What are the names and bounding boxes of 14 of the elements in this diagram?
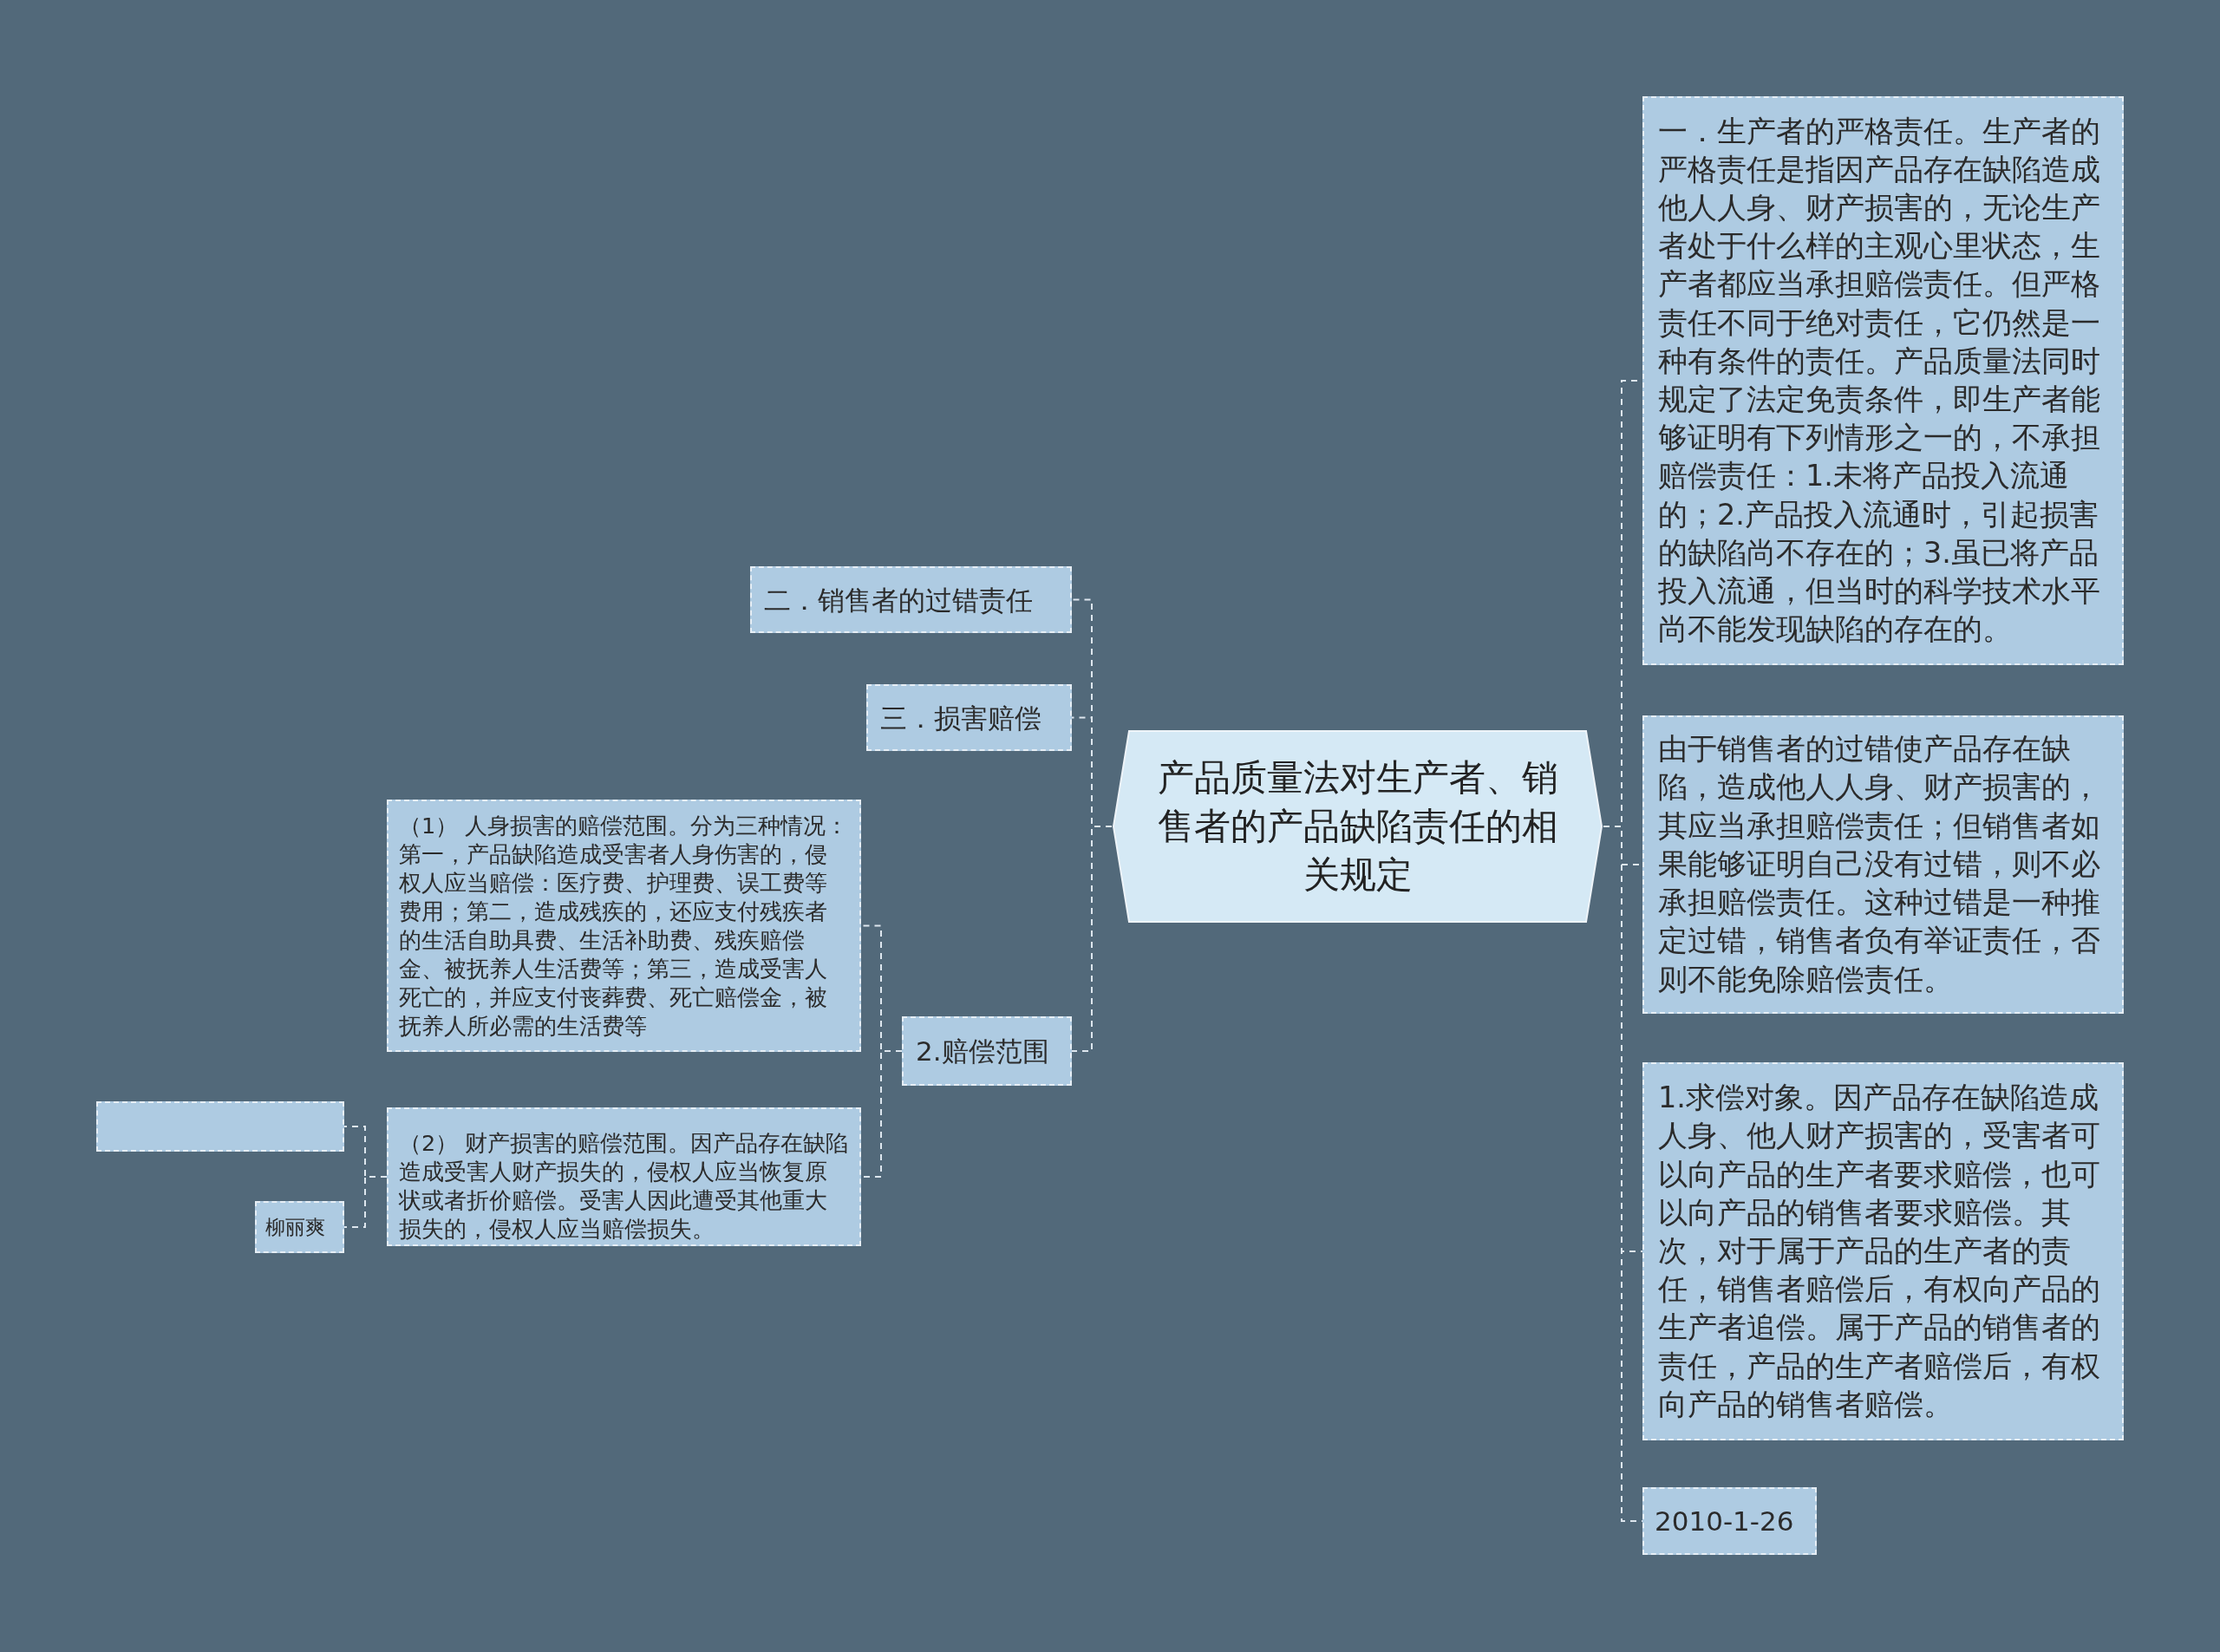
topic-box: 二．销售者的过错责任: [750, 566, 1072, 633]
topic-box: 1.求偿对象。因产品存在缺陷造成人身、他人财产损害的，受害者可以向产品的生产者要求赔偿，也可以向产品的销售者要求赔偿。其次，对于属于产品的生产者的责任，销售者赔偿后，有权向产品的生产者追偿。属于产品的销售者的责任，产品的生产者赔偿后，有权向产品的销售者赔偿。: [1642, 1062, 2124, 1440]
blank-box: [96, 1101, 344, 1152]
topic-box: 一．生产者的严格责任。生产者的严格责任是指因产品存在缺陷造成他人人身、财产损害的，无论生产者处于什么样的主观心里状态，生产者都应当承担赔偿责任。但严格责任不同于绝对责任，它仍然是一种有条件的责任。产品质量法同时规定了法定免责条件，即生产者能够证明有下列情形之一的，不承担赔偿责任：1.未将产品投入流通的；2.产品投入流通时，引起损害的缺陷尚不存在的；3.虽已将产品投入流通，但当时的科学技术水平尚不能发现缺陷的存在的。: [1642, 96, 2124, 665]
topic-box: （1） 人身损害的赔偿范围。分为三种情况：第一，产品缺陷造成受害者人身伤害的，侵权人应当赔偿：医疗费、护理费、误工费等费用；第二，造成残疾的，还应支付残疾者的生活自助具费、生活补助费、残疾赔偿金、被抚养人生活费等；第三，造成受害人死亡的，并应支付丧葬费、死亡赔偿金，被抚养人所必需的生活费等: [387, 800, 861, 1052]
topic-box: 2.赔偿范围: [902, 1016, 1072, 1086]
topic-box: （2） 财产损害的赔偿范围。因产品存在缺陷造成受害人财产损失的，侵权人应当恢复原状或者折价赔偿。受害人因此遭受其他重大损失的，侵权人应当赔偿损失。: [387, 1107, 861, 1246]
connector-line: [343, 1176, 388, 1228]
topic-box: 柳丽爽: [255, 1201, 344, 1253]
topic-box: 三．损害赔偿: [866, 684, 1072, 751]
connector-line: [1071, 826, 1113, 1052]
topic-box: 2010-1-26: [1642, 1487, 1817, 1555]
central-topic-hexagon: 产品质量法对生产者、销售者的产品缺陷责任的相关规定: [1112, 729, 1603, 924]
topic-box: 由于销售者的过错使产品存在缺陷，造成他人人身、财产损害的，其应当承担赔偿责任；但销售者如果能够证明自己没有过错，则不必承担赔偿责任。这种过错是一种推定过错，销售者负有举证责任，否则不能免除赔偿责任。: [1642, 715, 2124, 1014]
